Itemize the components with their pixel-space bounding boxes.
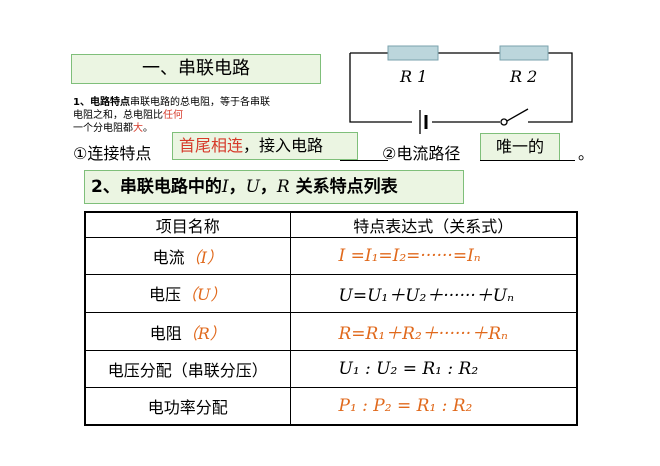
row-sym-paren-close: ） [206,247,223,267]
section-2-text-b: 关系特点列表 [289,177,398,197]
resistor-label-r2: R 2 [509,67,537,86]
header-item-name: 项目名称 [84,211,291,238]
battery-icon [419,110,428,134]
intro-lead: 1、电路特点 [73,97,130,108]
row-formula: P₁ : P₂ = R₁ : R₂ [338,395,473,416]
symbol-u: U [245,177,260,197]
row-expression: I =I₁=I₂=······=Iₙ [289,237,578,275]
row-expression: P₁ : P₂ = R₁ : R₂ [289,386,578,426]
answer-box-connection: 首尾相连，接入电路 [172,132,358,160]
intro-text-2: 一个分电阻都 [73,123,133,134]
row-symbol: R [197,323,210,343]
row-item-name: 电流（I） [84,237,291,275]
table-row: 电流（I） I =I₁=I₂=······=Iₙ [84,237,578,275]
fill-period: 。 [578,144,595,163]
symbol-i: I [221,177,229,197]
section-2-comma-1: ， [228,177,246,197]
fill-underline-2 [480,160,575,161]
row-item-name: 电压分配（串联分压） [84,350,291,388]
row-symbol: I [200,247,207,267]
row-sym-paren-open: （ [181,285,198,305]
section-2-comma-2: ， [259,177,277,197]
table-header-row: 项目名称 特点表达式（关系式） [84,211,578,238]
row-expression: U₁ : U₂ = R₁ : R₂ [289,350,578,388]
table-row: 电压（U） U=U₁＋U₂＋······＋Uₙ [84,273,578,313]
row-formula: I =I₁=I₂=······=Iₙ [338,245,481,266]
circuit-wires [349,52,573,123]
answer-box-current-path: 唯一的 [480,133,560,161]
section-2-title: 2、串联电路中的I，U，R 关系特点列表 [84,170,464,204]
intro-end: 。 [143,123,153,134]
section-title: 一、串联电路 [71,54,321,84]
answer-red-1: 首尾相连 [179,136,244,155]
table-row: 电阻（R） R=R₁＋R₂＋······＋Rₙ [84,311,578,352]
row-name-text: 电压分配（串联分压） [107,361,268,381]
fill-prefix-1: ①连接特点 [73,144,152,163]
intro-red-1: 任何 [163,110,183,121]
switch-icon [500,108,529,126]
resistor-label-r1: R 1 [399,67,427,86]
row-item-name: 电阻（R） [84,311,291,352]
row-sym-paren-close: ） [210,285,227,305]
row-item-name: 电压（U） [84,273,291,313]
row-formula: U=U₁＋U₂＋······＋Uₙ [338,285,515,306]
symbol-r: R [276,177,290,197]
intro-red-2: 大 [133,123,143,134]
row-name-text: 电流 [152,247,185,267]
row-name-text: 电阻 [149,323,182,343]
row-name-text: 电功率分配 [147,397,228,417]
section-2-text-a: 2、串联电路中的 [91,177,222,197]
row-formula: R=R₁＋R₂＋······＋Rₙ [338,324,508,345]
resistor-icon [387,45,439,61]
header-expression: 特点表达式（关系式） [289,211,578,238]
row-symbol: U [197,285,211,305]
row-sym-paren-open: （ [184,247,201,267]
row-sym-paren-open: （ [181,323,198,343]
row-expression: U=U₁＋U₂＋······＋Uₙ [289,273,578,313]
answer-rest-1: ，接入电路 [243,136,324,155]
row-name-text: 电压 [148,285,181,305]
fill-prefix-2: ②电流路径 [382,144,461,163]
intro-text: 串联电路的总电阻，等于各串联电阻之和，总电阻比 [73,97,270,121]
intro-paragraph: 1、电路特点串联电路的总电阻，等于各串联电阻之和，总电阻比任何一个分电阻都大。 [73,96,273,135]
table-row: 电压分配（串联分压） U₁ : U₂ = R₁ : R₂ [84,350,578,388]
series-circuit-diagram: R 1 R 2 [349,45,573,134]
row-sym-paren-close: ） [209,323,226,343]
table-row: 电功率分配 P₁ : P₂ = R₁ : R₂ [84,386,578,426]
row-item-name: 电功率分配 [84,386,291,426]
fill-underline-1 [340,160,388,161]
row-expression: R=R₁＋R₂＋······＋Rₙ [289,311,578,352]
row-formula: U₁ : U₂ = R₁ : R₂ [338,359,479,380]
resistor-icon [499,45,549,61]
